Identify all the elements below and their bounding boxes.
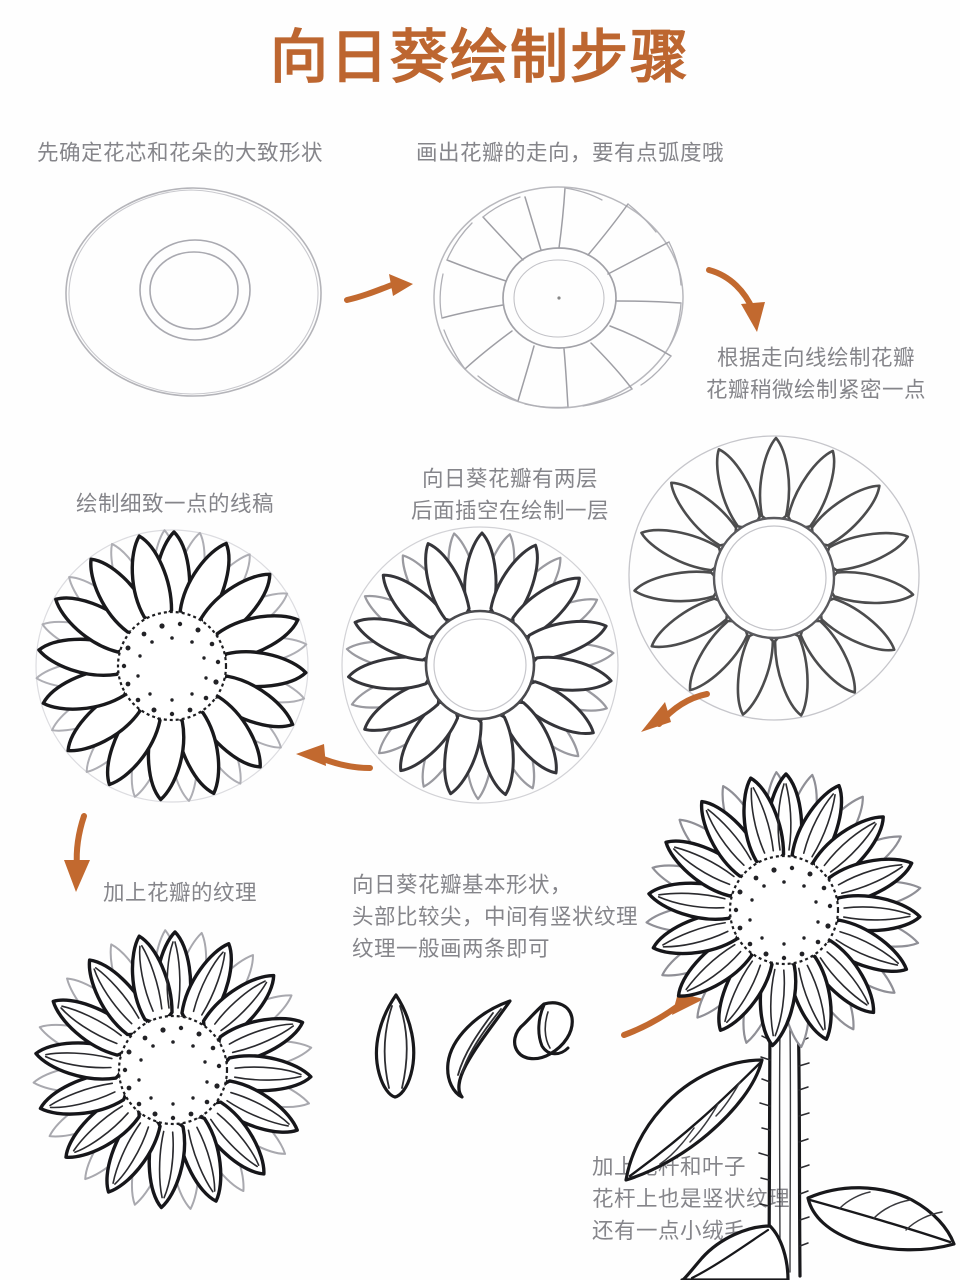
caption-final-line-3: 还有一点小绒毛 bbox=[592, 1219, 747, 1243]
sketch-step-1-basic-shapes bbox=[58, 182, 328, 402]
caption-final-line-2: 花杆上也是竖状纹理 bbox=[592, 1187, 791, 1211]
flower-leaf-bottom bbox=[680, 1224, 790, 1280]
sketch-step-5-line-art bbox=[22, 518, 322, 813]
sketch-step-4-two-layers bbox=[330, 520, 630, 810]
flower-leaf-left bbox=[624, 1058, 764, 1182]
caption-step-5: 绘制细致一点的线稿 bbox=[75, 492, 274, 516]
caption-step-3-line-2: 花瓣稍微绘制紧密一点 bbox=[705, 378, 926, 402]
caption-step-2: 画出花瓣的走向，要有点弧度哦 bbox=[415, 141, 724, 165]
caption-step-4-line-1: 向日葵花瓣有两层 bbox=[421, 467, 598, 491]
caption-petal-line-2: 头部比较尖，中间有竖状纹理 bbox=[352, 905, 639, 929]
caption-petal-line-1: 向日葵花瓣基本形状， bbox=[352, 873, 573, 897]
caption-step-6: 加上花瓣的纹理 bbox=[103, 881, 258, 905]
arrow-step4-to-step5 bbox=[288, 738, 378, 788]
flower-leaf-right bbox=[806, 1186, 956, 1252]
page-title: 向日葵绘制步骤 bbox=[269, 25, 690, 90]
sketch-step-7-stem-and-leaves bbox=[612, 760, 960, 1280]
caption-step-3-line-1: 根据走向线绘制花瓣 bbox=[716, 346, 915, 370]
arrow-step5-to-step6 bbox=[52, 812, 112, 900]
caption-step-1: 先确定花芯和花朵的大致形状 bbox=[36, 141, 323, 165]
arrow-step3-to-step4 bbox=[625, 688, 715, 748]
petal-vein-group bbox=[44, 941, 302, 1199]
sketch-step-3-petals bbox=[618, 428, 930, 730]
sketch-step-6-petal-texture bbox=[18, 915, 328, 1225]
arrow-petals-to-final bbox=[620, 985, 720, 1045]
petal-study-curved-side bbox=[438, 995, 518, 1101]
petal-study-pointed-front bbox=[362, 992, 430, 1100]
arrow-step2-to-step3 bbox=[705, 262, 785, 352]
sketch-step-2-direction-lines bbox=[428, 182, 688, 414]
caption-step-4-line-2: 后面插空在绘制一层 bbox=[410, 499, 609, 523]
petal-study-folded bbox=[510, 998, 582, 1072]
arrow-step1-to-step2 bbox=[344, 272, 425, 317]
caption-petal-line-3: 纹理一般画两条即可 bbox=[352, 937, 551, 961]
